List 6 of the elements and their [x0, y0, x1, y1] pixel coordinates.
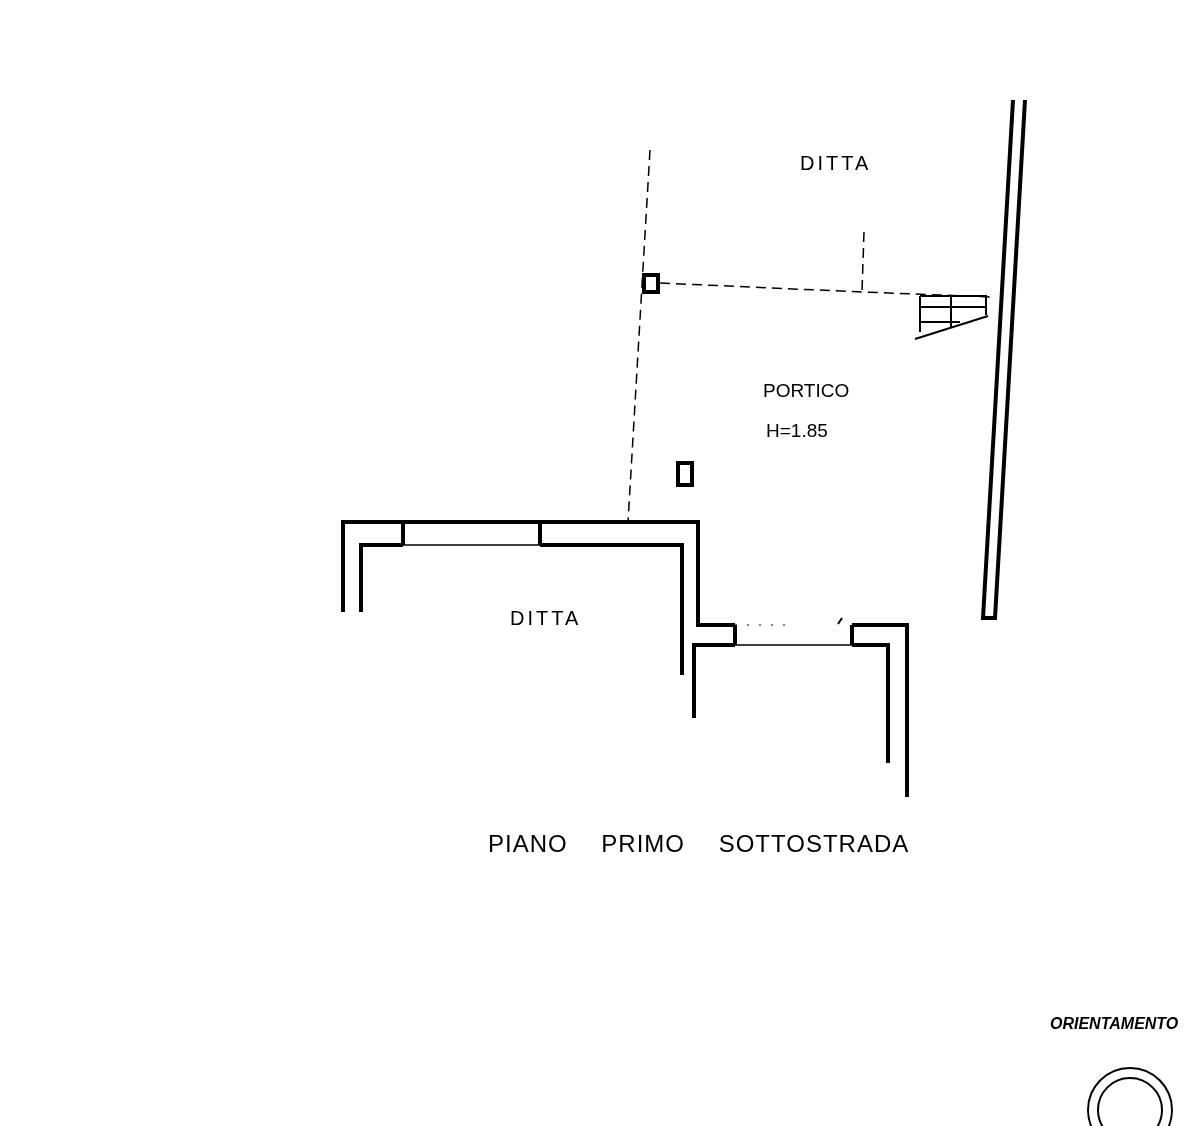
room-label: PORTICO: [763, 381, 850, 400]
room-label: DITTA: [800, 153, 872, 173]
plan-caption: PIANO PRIMO SOTTOSTRADA: [488, 832, 910, 856]
height-note: H=1.85: [766, 421, 828, 440]
orientation-label: ORIENTAMENTO: [1050, 1016, 1179, 1032]
room-label: DITTA: [510, 608, 582, 628]
